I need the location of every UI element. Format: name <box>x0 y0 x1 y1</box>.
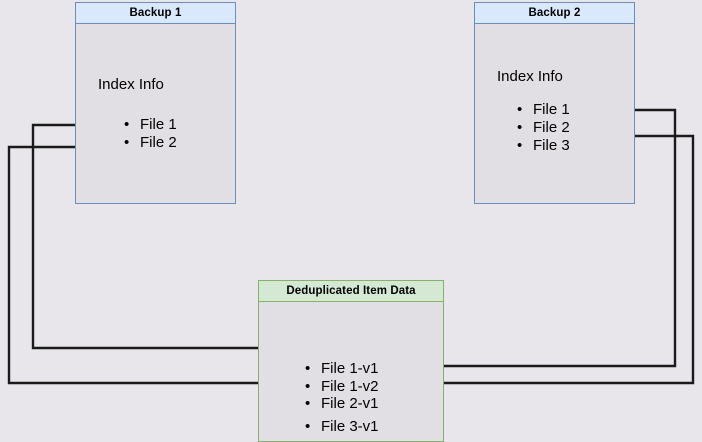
dedup-item-list: File 1-v1 File 1-v2 File 2-v1 File 3-v1 <box>305 360 379 435</box>
backup2-file-list: File 1 File 2 File 3 <box>517 101 570 155</box>
list-item[interactable]: File 2-v1 <box>305 395 379 413</box>
backup2-body: Index Info File 1 File 2 File 3 <box>474 24 635 204</box>
list-item[interactable]: File 2 <box>124 134 177 152</box>
list-item[interactable]: File 3 <box>517 137 570 155</box>
dedup-box[interactable]: Deduplicated Item Data File 1-v1 File 1-… <box>258 280 444 442</box>
backup1-index-label: Index Info <box>98 76 164 93</box>
dedup-body: File 1-v1 File 1-v2 File 2-v1 File 3-v1 <box>258 302 444 442</box>
backup1-box[interactable]: Backup 1 Index Info File 1 File 2 <box>75 2 236 204</box>
list-item[interactable]: File 1 <box>517 101 570 119</box>
list-item[interactable]: File 3-v1 <box>305 418 379 436</box>
backup2-index-label: Index Info <box>497 68 563 85</box>
backup2-box[interactable]: Backup 2 Index Info File 1 File 2 File 3 <box>474 2 635 204</box>
list-item[interactable]: File 1 <box>124 116 177 134</box>
backup1-body: Index Info File 1 File 2 <box>75 24 236 204</box>
list-item[interactable]: File 1-v2 <box>305 378 379 396</box>
list-item[interactable]: File 2 <box>517 119 570 137</box>
dedup-title: Deduplicated Item Data <box>258 280 444 302</box>
backup2-title: Backup 2 <box>474 2 635 24</box>
backup1-file-list: File 1 File 2 <box>124 116 177 152</box>
backup1-title: Backup 1 <box>75 2 236 24</box>
list-item[interactable]: File 1-v1 <box>305 360 379 378</box>
